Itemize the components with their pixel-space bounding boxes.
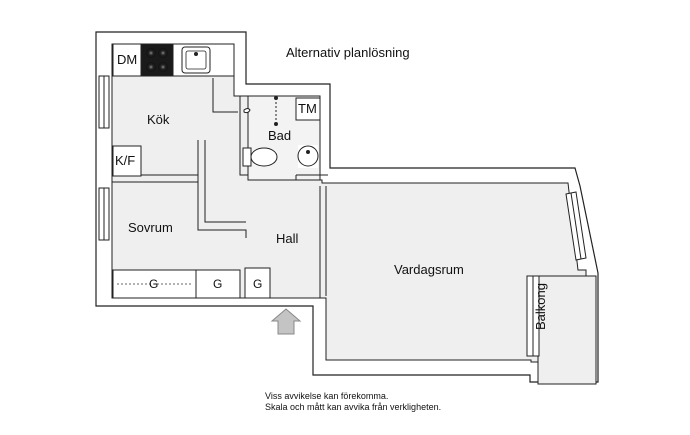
room-label-hall: Hall — [276, 231, 299, 246]
room-label-bathroom: Bad — [268, 128, 292, 143]
bathroom-fixtures — [242, 96, 321, 168]
room-label-kitchen: Kök — [147, 112, 170, 127]
dishwasher-label: DM — [117, 52, 138, 67]
kitchen-counter — [112, 43, 235, 177]
wardrobes — [112, 267, 271, 299]
wardrobe-label-2: G — [213, 277, 223, 291]
room-label-bedroom: Sovrum — [128, 220, 173, 235]
fridge-freezer-label: K/F — [115, 153, 136, 168]
plan-title: Alternativ planlösning — [286, 45, 410, 60]
wardrobe-label-1: G — [149, 277, 159, 291]
floor-area — [111, 43, 587, 363]
disclaimer-line-1: Viss avvikelse kan förekomma. — [265, 391, 389, 401]
room-label-living-room: Vardagsrum — [394, 262, 464, 277]
wardrobe-label-3: G — [253, 277, 263, 291]
room-label-balcony: Balkong — [533, 283, 548, 330]
disclaimer-line-2: Skala och mått kan avvika från verklighe… — [265, 402, 442, 412]
balcony — [526, 275, 597, 385]
washing-machine-label: TM — [298, 101, 317, 116]
entrance-arrow — [270, 308, 302, 335]
windows — [98, 75, 587, 261]
interior-walls — [112, 78, 328, 299]
